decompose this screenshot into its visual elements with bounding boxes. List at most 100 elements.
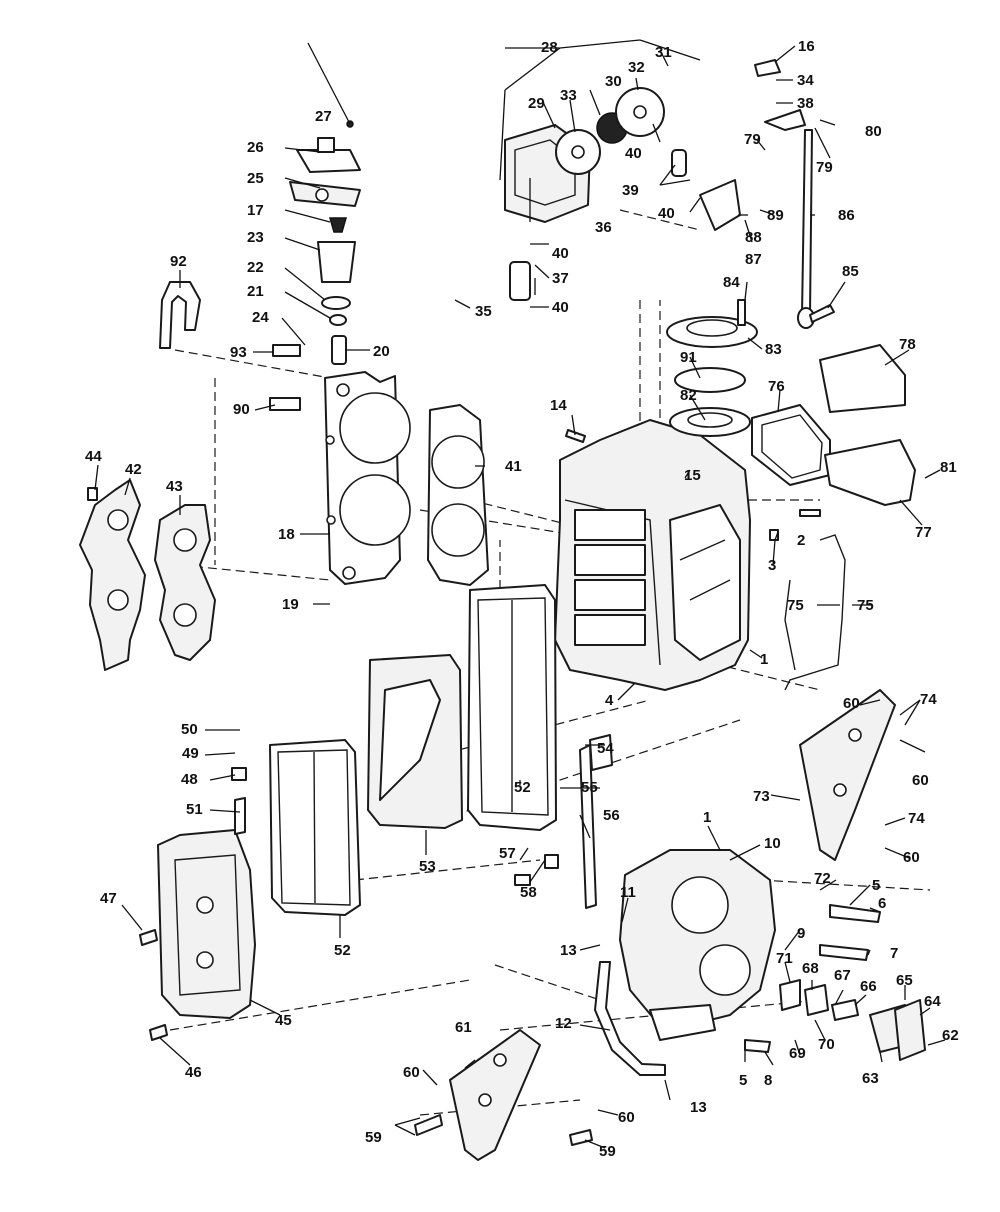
callout-label: 13: [690, 1099, 707, 1116]
callout-label: 45: [275, 1012, 292, 1029]
callout-label: 66: [860, 978, 877, 995]
callout-label: 1: [760, 651, 768, 668]
callout-label: 28: [541, 39, 558, 56]
callout-label: 9: [797, 925, 805, 942]
callout-label: 14: [550, 397, 567, 414]
bleed-system-parts: [779, 979, 926, 1061]
callout-label: 77: [915, 524, 932, 541]
callout-label: 59: [599, 1143, 616, 1160]
harness-wire: [784, 534, 846, 691]
callout-label: 69: [789, 1045, 806, 1062]
callout-label: 82: [680, 387, 697, 404]
callout-label: 7: [890, 945, 898, 962]
mount-bracket-lower: [449, 1029, 541, 1161]
callout-label: 18: [278, 526, 295, 543]
callout-label: 17: [247, 202, 264, 219]
callout-label: 33: [560, 87, 577, 104]
callout-label: 48: [181, 771, 198, 788]
callout-label: 58: [520, 884, 537, 901]
callout-label: 41: [505, 458, 522, 475]
thermostat-assembly: [289, 120, 361, 365]
crankcase-upper: [554, 419, 751, 691]
exhaust-cover-inner: [154, 504, 216, 661]
callout-labels: 1 1 2 3 4 5 5 6 7 8 9 10 11 12 13 13 14 …: [85, 38, 959, 1160]
callout-label: 61: [455, 1019, 472, 1036]
recirculation-hose: [594, 961, 666, 1076]
callout-label: 60: [403, 1064, 420, 1081]
transfer-cover-gasket-upper: [467, 584, 557, 831]
callout-label: 68: [802, 960, 819, 977]
callout-label: 85: [842, 263, 859, 280]
callout-label: 2: [797, 532, 805, 549]
reed-plate: [751, 404, 831, 486]
callout-label: 25: [247, 170, 264, 187]
callout-label: 31: [655, 44, 672, 61]
callout-label: 24: [252, 309, 269, 326]
callout-label: 78: [899, 336, 916, 353]
callout-label: 30: [605, 73, 622, 90]
callout-label: 40: [552, 299, 569, 316]
callout-label: 90: [233, 401, 250, 418]
callout-label: 80: [865, 123, 882, 140]
callout-label: 44: [85, 448, 102, 465]
callout-label: 3: [768, 557, 776, 574]
crankcase-lower: [619, 849, 776, 1041]
callout-label: 72: [814, 870, 831, 887]
callout-label: 40: [658, 205, 675, 222]
callout-label: 79: [744, 131, 761, 148]
callout-label: 70: [818, 1036, 835, 1053]
callout-label: 27: [315, 108, 332, 125]
callout-label: 60: [843, 695, 860, 712]
callout-label: 32: [628, 59, 645, 76]
callout-label: 20: [373, 343, 390, 360]
callout-label: 40: [625, 145, 642, 162]
callout-label: 4: [605, 692, 614, 709]
callout-label: 1: [703, 809, 711, 826]
callout-label: 60: [618, 1109, 635, 1126]
callout-label: 88: [745, 229, 762, 246]
callout-label: 55: [581, 779, 598, 796]
callout-label: 65: [896, 972, 913, 989]
callout-label: 75: [787, 597, 804, 614]
callout-label: 52: [514, 779, 531, 796]
callout-label: 60: [912, 772, 929, 789]
crankshaft-seals: [666, 316, 758, 437]
callout-label: 38: [797, 95, 814, 112]
callout-label: 11: [620, 884, 636, 901]
callout-label: 89: [767, 207, 784, 224]
callout-label: 64: [924, 993, 941, 1010]
callout-label: 22: [247, 259, 264, 276]
callout-label: 49: [182, 745, 199, 762]
callout-label: 81: [940, 459, 957, 476]
callout-label: 75: [857, 597, 874, 614]
callout-label: 16: [798, 38, 815, 55]
callout-label: 52: [334, 942, 351, 959]
callout-label: 73: [753, 788, 770, 805]
callout-label: 71: [776, 950, 793, 967]
callout-label: 6: [878, 895, 886, 912]
callout-label: 42: [125, 461, 142, 478]
cylinder-head: [324, 371, 411, 585]
callout-label: 67: [834, 967, 851, 984]
callout-label: 21: [247, 283, 264, 300]
callout-label: 51: [186, 801, 203, 818]
callout-label: 87: [745, 251, 762, 268]
callout-label: 8: [764, 1072, 772, 1089]
callout-label: 74: [908, 810, 925, 827]
exhaust-cover: [157, 829, 256, 1019]
callout-label: 34: [797, 72, 814, 89]
callout-leader-lines: [94, 39, 946, 1149]
callout-label: 84: [723, 274, 740, 291]
head-gasket: [427, 404, 489, 586]
callout-label: 39: [622, 182, 639, 199]
reed-cover-front: [824, 439, 916, 506]
callout-label: 13: [560, 942, 577, 959]
callout-label: 19: [282, 596, 299, 613]
callout-label: 76: [768, 378, 785, 395]
callout-label: 36: [595, 219, 612, 236]
fasteners: [87, 59, 881, 1146]
fuel-pump-assembly: [504, 87, 687, 301]
callout-label: 12: [555, 1015, 572, 1032]
callout-label: 86: [838, 207, 855, 224]
exhaust-cover-outer: [79, 479, 146, 671]
